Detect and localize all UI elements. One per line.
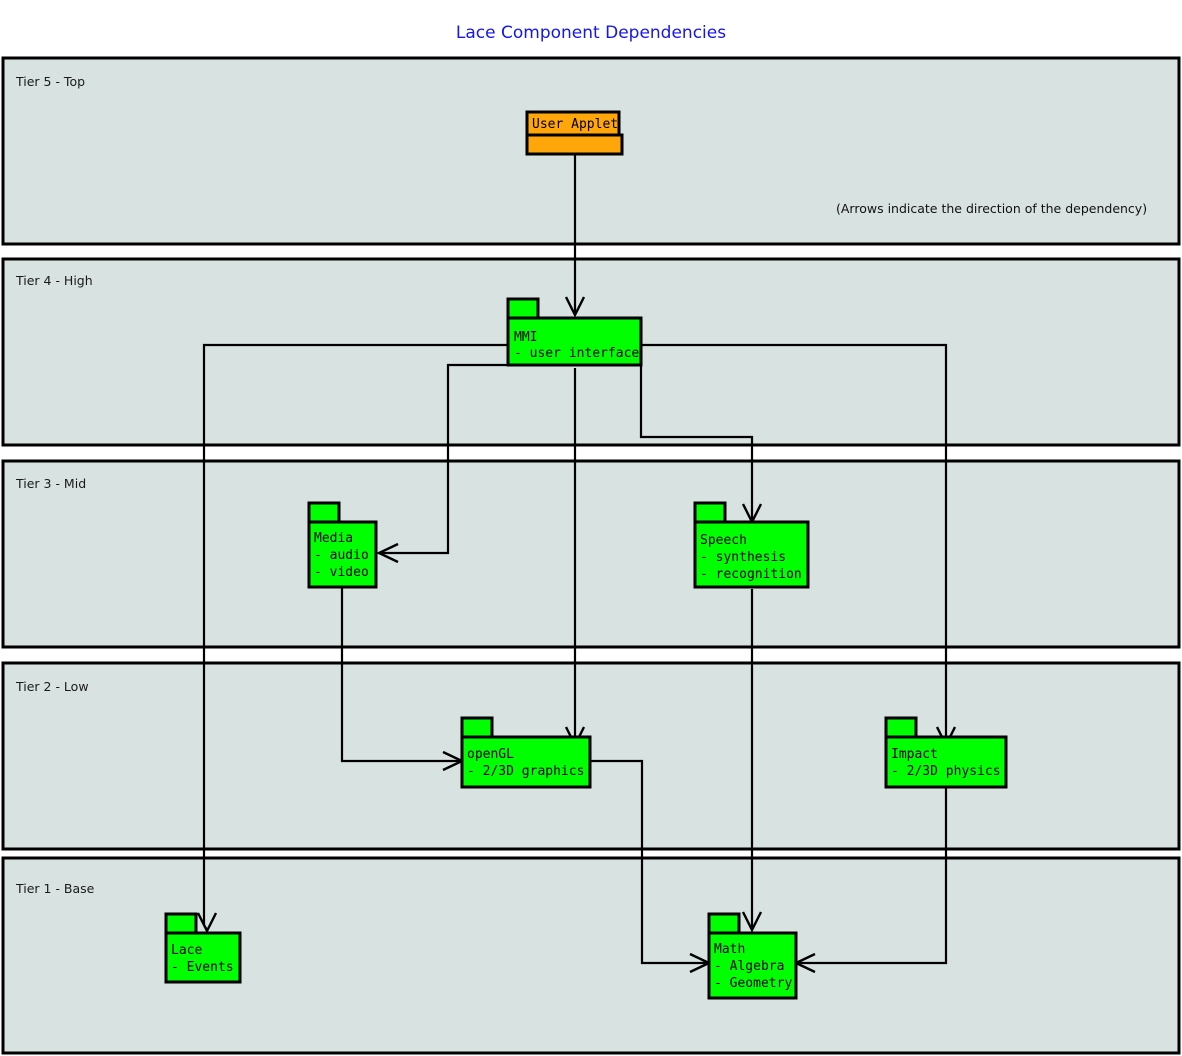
media-item-0: - audio [314,548,369,563]
arrow-direction-note: (Arrows indicate the direction of the de… [836,201,1147,216]
math-item-1: - Geometry [714,976,792,991]
media-tab [307,501,341,525]
lace-item-0: - Events [171,960,234,975]
mmi-name: MMI [514,330,537,345]
page-title: Lace Component Dependencies [456,23,726,43]
impact-item-0: - 2/3D physics [891,764,1001,779]
component-mmi[interactable]: MMI - user interface [506,297,643,367]
component-math[interactable]: Math - Algebra - Geometry [707,912,798,1000]
tier-container-tier3: Tier 3 - Mid [1,459,1181,649]
lace-name: Lace [171,943,202,958]
tier2-label: Tier 2 - Low [15,679,89,694]
tier1-label: Tier 1 - Base [15,881,95,896]
mmi-tab [506,297,540,321]
arrowhead-mmi-media [376,542,399,564]
user-applet-body-rect [525,133,624,156]
opengl-body [460,735,592,789]
math-item-0: - Algebra [714,959,784,974]
link-mmi-speech [639,365,754,519]
link-mmi-impact [641,343,948,742]
opengl-tab [460,716,494,740]
impact-body [884,735,1008,789]
opengl-name: openGL [467,747,514,762]
user-applet-name: User Applet [532,117,618,132]
component-opengl[interactable]: openGL - 2/3D graphics [460,716,592,789]
component-impact[interactable]: Impact - 2/3D physics [884,716,1008,789]
speech-name: Speech [700,533,747,548]
media-body [307,520,378,589]
impact-name: Impact [891,747,938,762]
speech-body [693,520,810,589]
speech-tab [693,501,727,525]
arrowhead-mmi-lace [196,912,218,934]
lace-body [164,931,242,984]
dependency-links [196,154,957,974]
tier3-label: Tier 3 - Mid [15,476,86,491]
link-media-opengl [340,587,460,763]
link-opengl-math [590,759,707,965]
component-media[interactable]: Media - audio - video [307,501,378,589]
arrowhead-speech-math [741,911,763,933]
component-lace[interactable]: Lace - Events [164,912,242,984]
opengl-item-0: - 2/3D graphics [467,764,584,779]
tier3-rect [1,459,1181,649]
speech-item-1: - recognition [700,567,802,582]
arrowhead-userapplet-mmi [564,296,586,318]
tier4-label: Tier 4 - High [15,273,93,288]
link-impact-math [798,788,948,965]
math-body [707,931,798,1000]
component-user-applet[interactable]: User Applet [525,110,624,156]
lace-tab [164,912,198,936]
mmi-item-0: - user interface [514,346,639,361]
speech-item-0: - synthesis [700,550,786,565]
mmi-body [506,316,643,367]
impact-tab [884,716,918,740]
tier5-label: Tier 5 - Top [15,74,85,89]
link-mmi-lace [202,343,508,925]
math-tab [707,912,741,936]
math-name: Math [714,942,745,957]
media-name: Media [314,531,353,546]
component-speech[interactable]: Speech - synthesis - recognition [693,501,810,589]
media-item-1: - video [314,565,369,580]
